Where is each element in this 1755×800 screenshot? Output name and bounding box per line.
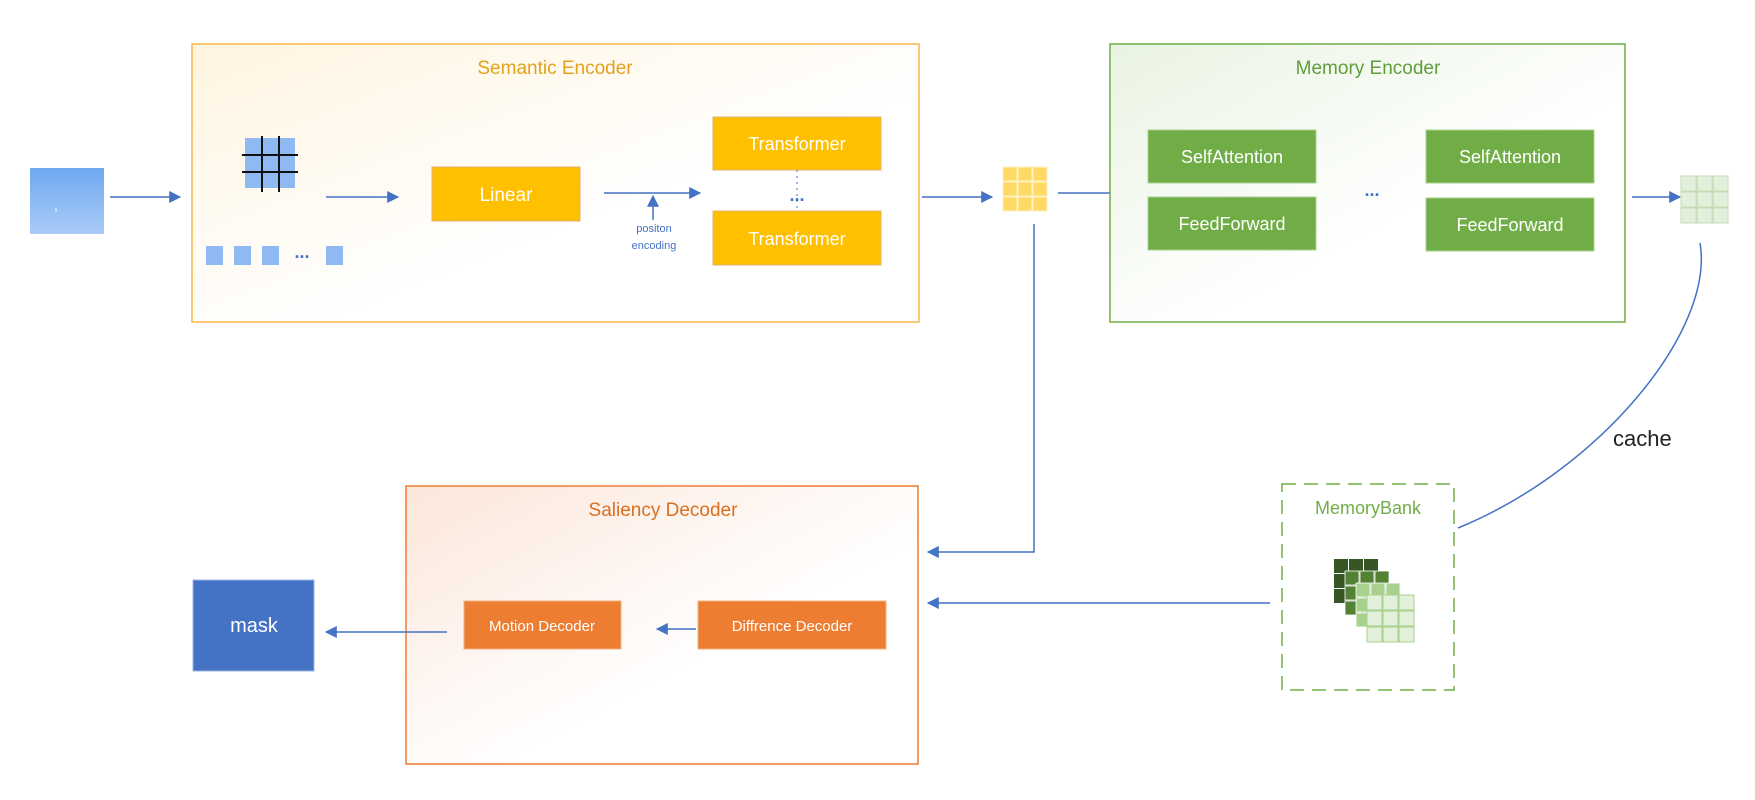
arrow-features-to-saliency-decoder [926, 224, 1035, 558]
memory-encoder-title: Memory Encoder [1296, 58, 1441, 79]
memory-encoder-ellipsis: ... [1364, 180, 1379, 200]
cache-label: cache [1613, 426, 1672, 451]
patch-grid-icon [242, 136, 298, 192]
self-attention-block-2: SelfAttention [1425, 129, 1595, 184]
self-attention-block-1: SelfAttention [1147, 129, 1317, 184]
memory-encoder: Memory Encoder SelfAttention FeedForward… [1109, 43, 1626, 323]
feed-forward-block-2: FeedForward [1425, 197, 1595, 252]
mask-label: mask [230, 615, 279, 637]
semantic-encoder-title: Semantic Encoder [477, 58, 633, 79]
input-frame: , [30, 168, 104, 234]
semantic-feature-grid-icon [1002, 166, 1048, 212]
mask-output: mask [192, 579, 315, 672]
transformer-block-top: Transformer [712, 116, 882, 171]
motion-decoder-block: Motion Decoder [463, 600, 622, 650]
patch-tokens: ... [206, 242, 343, 265]
linear-block: Linear [431, 166, 581, 222]
memory-feature-grid-icon [1680, 175, 1729, 224]
saliency-decoder-title: Saliency Decoder [589, 500, 739, 521]
feed-forward-1-label: FeedForward [1178, 214, 1285, 234]
semantic-encoder: Semantic Encoder ... Linear positon enco… [191, 43, 920, 323]
memory-bank-title: MemoryBank [1315, 498, 1422, 518]
transformer-block-bottom: Transformer [712, 210, 882, 266]
position-encoding-label-line1: positon [636, 223, 671, 235]
input-frame-mark: , [54, 197, 58, 213]
difference-decoder-label: Diffrence Decoder [732, 618, 853, 635]
transformer-top-label: Transformer [748, 134, 845, 154]
linear-label: Linear [480, 185, 533, 206]
feed-forward-2-label: FeedForward [1456, 215, 1563, 235]
feed-forward-block-1: FeedForward [1147, 196, 1317, 251]
transformer-ellipsis: ... [789, 185, 804, 205]
transformer-bottom-label: Transformer [748, 229, 845, 249]
difference-decoder-block: Diffrence Decoder [697, 600, 887, 650]
cache-curve [1457, 242, 1703, 529]
memory-stack-icon [1334, 559, 1415, 643]
memory-bank: MemoryBank [1281, 483, 1455, 691]
position-encoding-label-line2: encoding [632, 240, 677, 252]
saliency-decoder: Saliency Decoder Motion Decoder Diffrenc… [405, 485, 919, 765]
self-attention-1-label: SelfAttention [1181, 147, 1283, 167]
motion-decoder-label: Motion Decoder [489, 618, 595, 635]
patch-ellipsis: ... [294, 242, 309, 262]
self-attention-2-label: SelfAttention [1459, 147, 1561, 167]
